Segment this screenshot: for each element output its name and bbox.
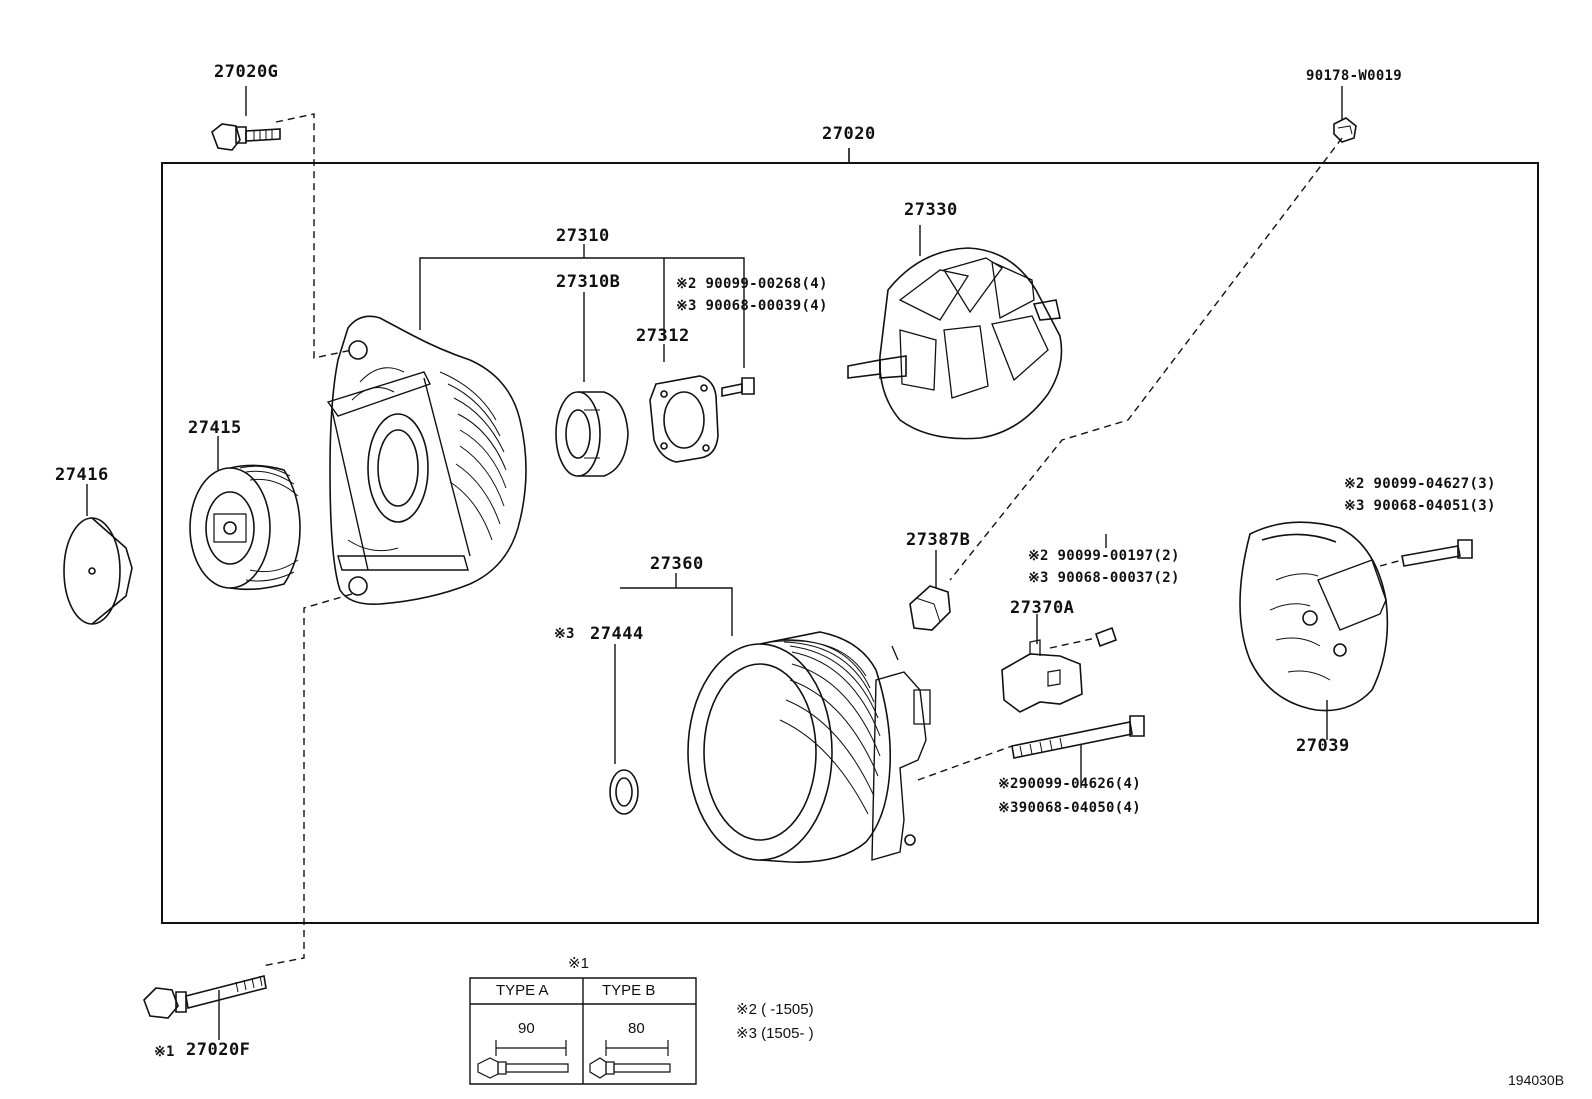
- ring-27444-drawing: [610, 770, 638, 814]
- note-2: ※2 ( -1505): [736, 1001, 814, 1018]
- label-90178-w0019[interactable]: 90178-W0019: [1306, 68, 1403, 84]
- bolt-27020f-drawing: [144, 976, 266, 1018]
- stator-27360-drawing: [688, 632, 930, 862]
- thru-bolt-drawing: [1012, 716, 1144, 758]
- label-27387b[interactable]: 27387B: [906, 530, 971, 550]
- label-screw-reg-b[interactable]: ※3 90068-00037(2): [1028, 570, 1180, 586]
- label-main-part[interactable]: 27020: [822, 124, 876, 144]
- type-table-length-b: 80: [628, 1020, 645, 1037]
- bolt-27020g-drawing: [212, 124, 280, 150]
- cap-27416-drawing: [64, 518, 132, 624]
- label-screw-frame-a[interactable]: ※2 90099-00268(4): [676, 276, 828, 292]
- label-27370a[interactable]: 27370A: [1010, 598, 1075, 618]
- screw-frame-drawing: [722, 378, 754, 396]
- label-27020g[interactable]: 27020G: [214, 62, 279, 82]
- nut-90178-drawing: [1334, 118, 1356, 142]
- label-thru-bolt-b[interactable]: ※390068-04050(4): [998, 800, 1141, 816]
- note-3: ※3 (1505- ): [736, 1025, 814, 1042]
- type-table-length-a: 90: [518, 1020, 535, 1037]
- regulator-27370a-drawing: [1002, 640, 1082, 712]
- bearing-27310b-drawing: [556, 392, 628, 476]
- brush-holder-27387b-drawing: [910, 586, 950, 630]
- end-cover-27039-drawing: [1240, 522, 1387, 710]
- type-table-mark: ※1: [568, 955, 589, 972]
- dashed-leaders: [262, 114, 1402, 966]
- leader-lines: [87, 86, 1342, 1040]
- label-screw-frame-b[interactable]: ※3 90068-00039(4): [676, 298, 828, 314]
- screw-regulator-drawing: [1096, 628, 1116, 646]
- label-27360[interactable]: 27360: [650, 554, 704, 574]
- label-27020f[interactable]: 27020F: [186, 1040, 251, 1060]
- drive-end-frame-drawing: [328, 316, 526, 604]
- label-27310b[interactable]: 27310B: [556, 272, 621, 292]
- label-27039[interactable]: 27039: [1296, 736, 1350, 756]
- label-27415[interactable]: 27415: [188, 418, 242, 438]
- label-screw-reg-a[interactable]: ※2 90099-00197(2): [1028, 548, 1180, 564]
- assembly-frame: [162, 163, 1538, 923]
- type-table-bolts: [478, 1040, 670, 1078]
- type-table-header-b: TYPE B: [602, 982, 656, 999]
- label-bolt-cover-b[interactable]: ※3 90068-04051(3): [1344, 498, 1496, 514]
- type-table-header-a: TYPE A: [496, 982, 549, 999]
- cover-bolt-drawing: [1402, 540, 1472, 566]
- label-27330[interactable]: 27330: [904, 200, 958, 220]
- label-27310[interactable]: 27310: [556, 226, 610, 246]
- label-27312[interactable]: 27312: [636, 326, 690, 346]
- label-thru-bolt-a[interactable]: ※290099-04626(4): [998, 776, 1141, 792]
- label-bolt-bottom-mark: ※1: [154, 1044, 175, 1060]
- label-ring-mark: ※3: [554, 626, 575, 642]
- retainer-27312-drawing: [650, 376, 718, 462]
- label-bolt-cover-a[interactable]: ※2 90099-04627(3): [1344, 476, 1496, 492]
- label-27444[interactable]: 27444: [590, 624, 644, 644]
- label-27416[interactable]: 27416: [55, 465, 109, 485]
- pulley-27415-drawing: [190, 465, 300, 589]
- rotor-27330-drawing: [848, 248, 1062, 439]
- figure-code: 194030B: [1508, 1072, 1565, 1088]
- type-table: [470, 978, 696, 1084]
